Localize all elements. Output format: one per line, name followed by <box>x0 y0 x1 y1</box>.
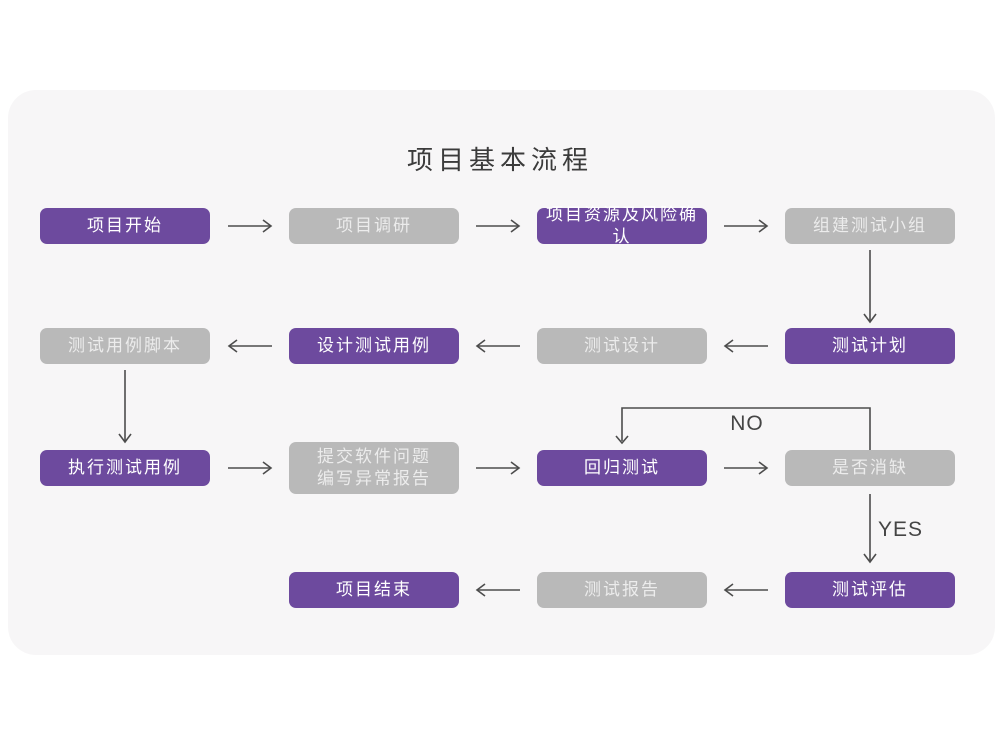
arrow-right-icon <box>722 460 770 476</box>
flow-node-project-start: 项目开始 <box>40 208 210 244</box>
flow-node-design-test-case: 设计测试用例 <box>289 328 459 364</box>
page-title: 项目基本流程 <box>406 145 593 175</box>
arrow-left-icon <box>226 338 274 354</box>
arrow-left-icon <box>722 582 770 598</box>
no-loop-connector <box>612 400 880 452</box>
arrow-right-icon <box>474 218 522 234</box>
flowchart-card <box>8 90 995 655</box>
flow-node-test-report: 测试报告 <box>537 572 707 608</box>
arrow-down-icon <box>117 370 133 444</box>
arrow-left-icon <box>474 582 522 598</box>
arrow-left-icon <box>474 338 522 354</box>
flow-node-test-plan: 测试计划 <box>785 328 955 364</box>
arrow-right-icon <box>722 218 770 234</box>
arrow-right-icon <box>226 218 274 234</box>
flow-node-test-design: 测试设计 <box>537 328 707 364</box>
flow-node-project-resources-risk: 项目资源及风险确认 <box>537 205 707 246</box>
flow-node-project-research: 项目调研 <box>289 208 459 244</box>
arrow-right-icon <box>474 460 522 476</box>
arrow-left-icon <box>722 338 770 354</box>
flow-node-submit-issue-report: 提交软件问题 编写异常报告 <box>289 442 459 494</box>
edge-label-yes: YES <box>878 518 924 541</box>
flow-node-test-case-script: 测试用例脚本 <box>40 328 210 364</box>
edge-label-no: NO <box>730 412 764 435</box>
flow-node-regression-test: 回归测试 <box>537 450 707 486</box>
flow-node-project-end: 项目结束 <box>289 572 459 608</box>
arrow-right-icon <box>226 460 274 476</box>
arrow-down-icon <box>862 494 878 564</box>
flow-node-defect-cleared: 是否消缺 <box>785 450 955 486</box>
flow-node-execute-test-case: 执行测试用例 <box>40 450 210 486</box>
flow-node-form-test-team: 组建测试小组 <box>785 208 955 244</box>
flow-node-test-evaluation: 测试评估 <box>785 572 955 608</box>
arrow-down-icon <box>862 250 878 324</box>
